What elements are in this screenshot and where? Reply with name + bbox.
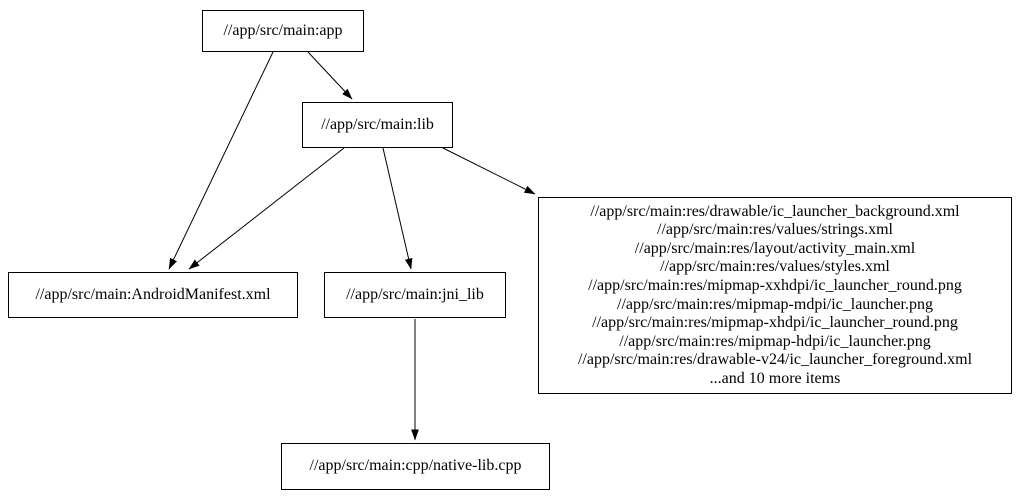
res-file-line: //app/src/main:res/drawable/ic_launcher_… — [590, 202, 960, 220]
graph-node-lib: //app/src/main:lib — [302, 102, 453, 148]
res-file-line: //app/src/main:res/drawable-v24/ic_launc… — [577, 351, 973, 369]
res-file-line: //app/src/main:res/mipmap-mdpi/ic_launch… — [617, 295, 933, 313]
graph-node-jni-lib: //app/src/main:jni_lib — [324, 272, 506, 318]
edge-lib-to-jni-lib — [382, 147, 413, 270]
graph-node-native-lib-cpp-label: //app/src/main:cpp/native-lib.cpp — [309, 457, 522, 475]
graph-node-jni-lib-label: //app/src/main:jni_lib — [346, 285, 484, 303]
graph-node-lib-label: //app/src/main:lib — [321, 115, 434, 133]
graph-node-android-manifest-label: //app/src/main:AndroidManifest.xml — [35, 285, 271, 303]
res-file-line: //app/src/main:res/layout/activity_main.… — [634, 239, 916, 257]
graph-node-native-lib-cpp: //app/src/main:cpp/native-lib.cpp — [281, 443, 550, 490]
graph-node-android-manifest: //app/src/main:AndroidManifest.xml — [8, 272, 298, 318]
graph-node-app: //app/src/main:app — [202, 10, 364, 52]
res-file-line: //app/src/main:res/mipmap-hdpi/ic_launch… — [619, 332, 931, 350]
edge-lib-to-res-files — [442, 147, 536, 195]
res-file-line: //app/src/main:res/values/styles.xml — [660, 258, 890, 276]
graph-node-app-label: //app/src/main:app — [223, 21, 343, 39]
res-file-line: //app/src/main:res/mipmap-xhdpi/ic_launc… — [592, 314, 958, 332]
res-file-line: //app/src/main:res/mipmap-xxhdpi/ic_laun… — [588, 276, 962, 294]
edge-lib-to-manifest — [188, 147, 345, 270]
edge-app-to-manifest — [168, 51, 274, 270]
res-files-more-items-label: ...and 10 more items — [709, 369, 841, 387]
graph-node-res-files: //app/src/main:res/drawable/ic_launcher_… — [538, 197, 1012, 394]
edge-app-to-lib — [307, 51, 353, 100]
res-file-line: //app/src/main:res/values/strings.xml — [657, 221, 893, 239]
